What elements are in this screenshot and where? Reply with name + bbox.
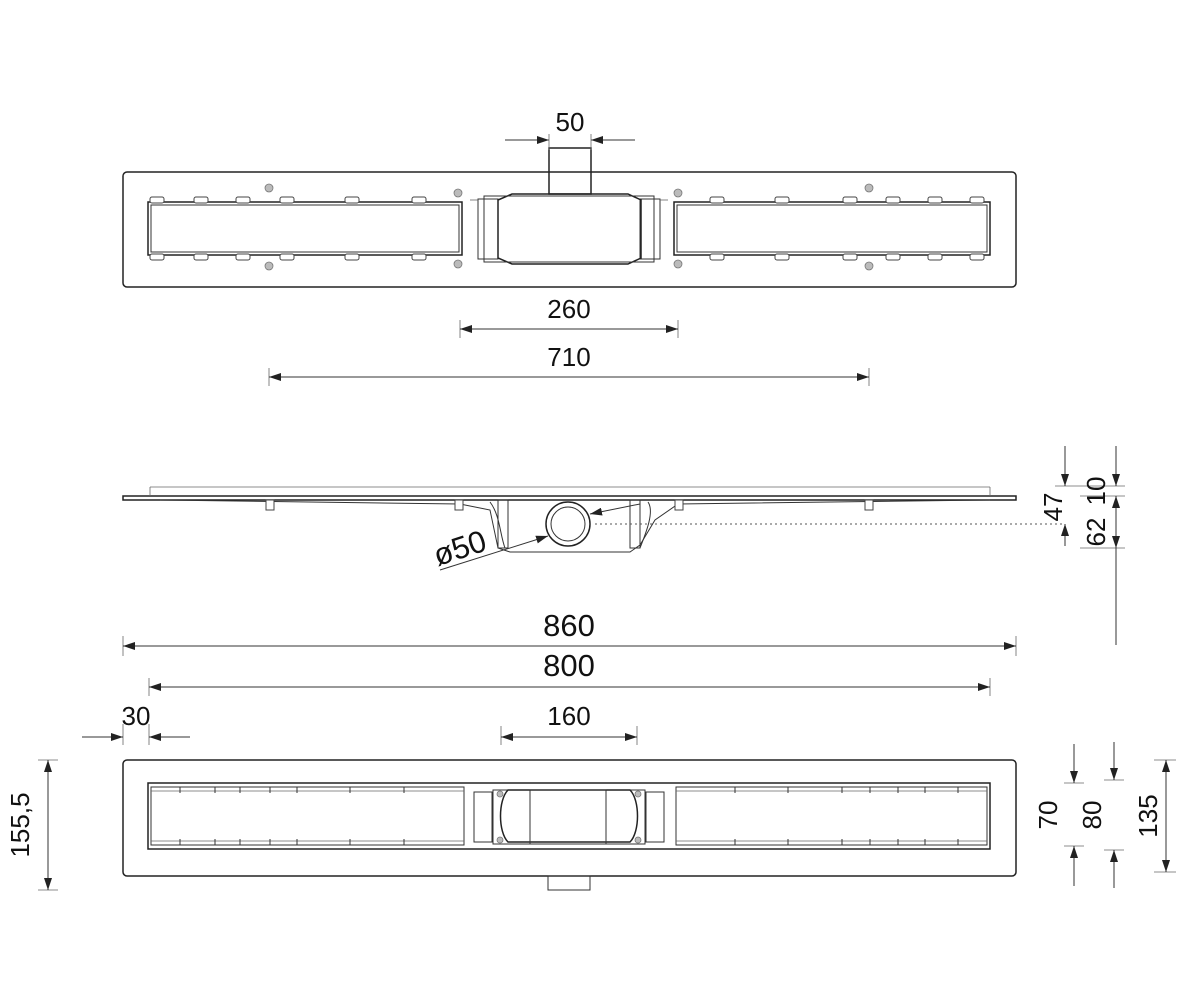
dim-pipe-diameter: ø50 xyxy=(429,503,641,573)
dim-inner-height-label: 70 xyxy=(1033,801,1063,830)
dim-frame-height: 135 xyxy=(1133,759,1176,873)
dim-outlet-height-label: 62 xyxy=(1081,518,1111,547)
dim-bolt-span: 710 xyxy=(268,342,870,386)
dim-flange-label: 10 xyxy=(1081,477,1111,506)
bottom-outlet-stub xyxy=(547,875,591,891)
dim-total-height: 155,5 xyxy=(5,759,58,891)
overall-dims: 860 800 xyxy=(122,608,1017,696)
dim-center-width: 260 xyxy=(459,294,679,338)
top-center-housing xyxy=(470,193,668,265)
bottom-ticks xyxy=(179,787,959,845)
dim-edge-offset: 30 xyxy=(82,701,190,745)
bottom-outer-frame xyxy=(122,759,1017,877)
dim-bolt-span-label: 710 xyxy=(547,342,590,372)
bottom-center-housing xyxy=(473,789,665,845)
dim-bottom-center-label: 160 xyxy=(547,701,590,731)
dim-frame-height-label: 135 xyxy=(1133,794,1163,837)
dim-total-height-label: 155,5 xyxy=(5,792,35,857)
dim-total-length-label: 860 xyxy=(543,608,595,643)
dim-center-width-label: 260 xyxy=(547,294,590,324)
dim-bottom-center: 160 xyxy=(500,701,638,745)
bottom-view: 30 160 xyxy=(5,701,1176,891)
side-flange xyxy=(122,495,1017,501)
dim-edge-offset-label: 30 xyxy=(122,701,151,731)
dim-side-heights: 47 10 62 xyxy=(1038,446,1125,645)
outlet-pipe xyxy=(545,501,591,547)
dim-channel-height: 80 xyxy=(1077,742,1124,888)
dim-pipe-diameter-label: ø50 xyxy=(429,523,491,573)
dim-channel-length-label: 800 xyxy=(543,648,595,683)
dim-channel-height-label: 80 xyxy=(1077,801,1107,830)
side-view: ø50 47 10 62 xyxy=(122,446,1125,645)
dim-outlet-width: 50 xyxy=(505,107,635,150)
dim-outlet-width-label: 50 xyxy=(556,107,585,137)
top-left-channel xyxy=(147,201,463,256)
top-outer-frame xyxy=(122,171,1017,288)
top-slots xyxy=(149,183,985,271)
top-view: 50 260 710 xyxy=(122,107,1017,386)
outlet-stub xyxy=(548,147,592,195)
dim-inner-height: 70 xyxy=(1033,744,1084,886)
top-right-channel xyxy=(673,201,991,256)
dim-depth-label: 47 xyxy=(1038,493,1068,522)
